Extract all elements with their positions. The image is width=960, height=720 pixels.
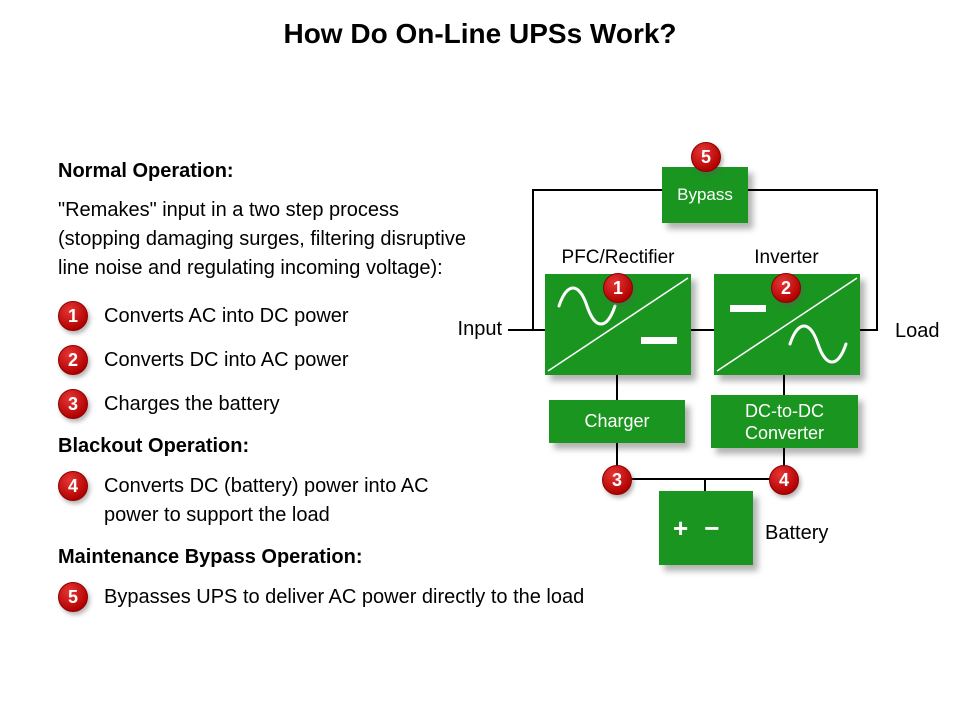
- step-number-badge: 4: [58, 471, 88, 501]
- step-number-badge: 1: [58, 301, 88, 331]
- normal-operation-heading: Normal Operation:: [58, 160, 234, 182]
- bypass-block: Bypass: [662, 167, 748, 223]
- list-item: 2 Converts DC into AC power: [58, 345, 618, 375]
- dcdc-label-line2: Converter: [744, 422, 825, 443]
- step-number-badge: 5: [58, 582, 88, 612]
- step-text: Converts AC into DC power: [104, 305, 349, 327]
- blackout-operation-heading: Blackout Operation:: [58, 435, 250, 457]
- list-item: 4 Converts DC (battery) power into AC po…: [58, 471, 618, 530]
- bypass-number-badge: 5: [691, 142, 721, 172]
- list-item: 5 Bypasses UPS to deliver AC power direc…: [58, 582, 618, 612]
- battery-block: + −: [659, 491, 753, 565]
- page-title: How Do On-Line UPSs Work?: [283, 18, 677, 49]
- battery-plus-terminal: +: [673, 512, 689, 543]
- explanation-panel: Normal Operation: "Remakes" input in a t…: [58, 158, 618, 626]
- battery-label: Battery: [765, 522, 829, 544]
- inverter-label: Inverter: [754, 247, 819, 268]
- inverter-block: [714, 274, 860, 375]
- battery-terminals: + −: [659, 491, 753, 565]
- battery-minus-terminal: −: [704, 512, 720, 543]
- step-text: Charges the battery: [104, 393, 280, 415]
- step-number-badge: 3: [58, 389, 88, 419]
- dc-to-dc-converter-block: DC-to-DC Converter: [711, 395, 858, 448]
- normal-operation-intro: "Remakes" input in a two step process (s…: [58, 199, 466, 279]
- list-item: 3 Charges the battery: [58, 389, 618, 419]
- dcdc-number-badge: 4: [769, 465, 799, 495]
- inverter-number-badge: 2: [771, 273, 801, 303]
- maintenance-bypass-heading: Maintenance Bypass Operation:: [58, 546, 363, 568]
- step-text: Bypasses UPS to deliver AC power directl…: [104, 586, 585, 608]
- dcdc-label-line1: DC-to-DC: [745, 400, 824, 421]
- step-text: Converts DC (battery) power into AC powe…: [104, 475, 429, 526]
- dc-to-ac-symbol-icon: [716, 277, 858, 372]
- list-item: 1 Converts AC into DC power: [58, 301, 618, 331]
- load-label: Load: [895, 320, 940, 342]
- bypass-label: Bypass: [677, 185, 733, 204]
- step-number-badge: 2: [58, 345, 88, 375]
- step-text: Converts DC into AC power: [104, 349, 349, 371]
